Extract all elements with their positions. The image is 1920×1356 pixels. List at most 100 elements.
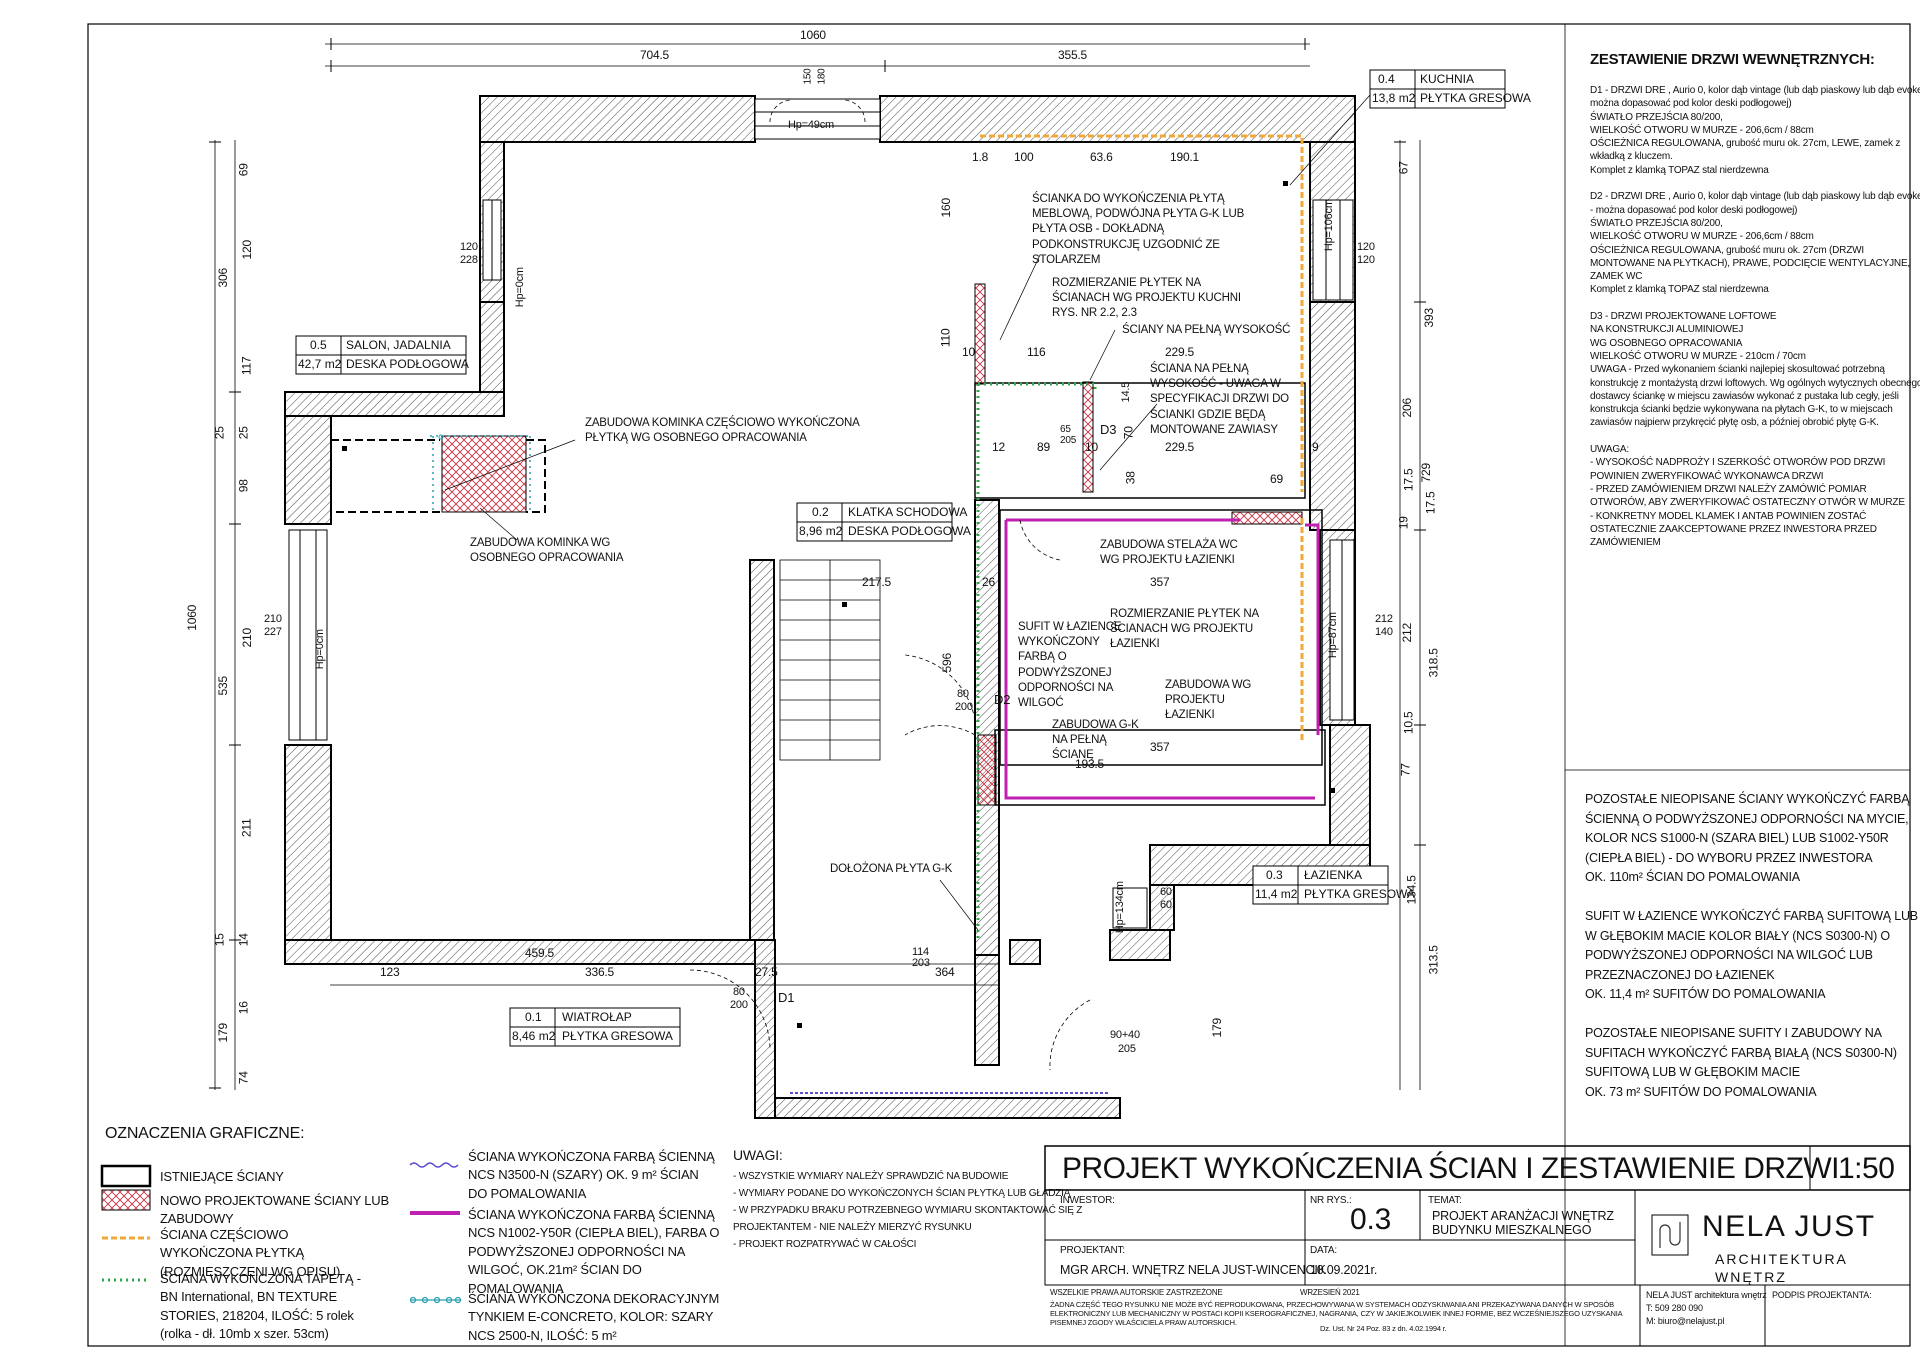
contact-1: NELA JUST architektura wnętrz bbox=[1646, 1290, 1767, 1300]
doors-lines-line: WIELKOŚĆ OTWORU W MURZE - 210cm / 70cm bbox=[1590, 350, 1806, 362]
dim-k-0: 1.8 bbox=[972, 150, 989, 164]
dim-in-34: 120 bbox=[1357, 241, 1375, 253]
legend-gray-paint: ŚCIANA WYKOŃCZONA FARBĄ ŚCIENNĄ NCS N350… bbox=[468, 1149, 715, 1201]
dim-k-1: 100 bbox=[1014, 150, 1034, 164]
drawing-number: 0.3 bbox=[1350, 1203, 1392, 1236]
dim-right-total: 729 bbox=[1418, 463, 1433, 483]
dim-in-26: 80 bbox=[733, 986, 745, 998]
dim-l-0: 69 bbox=[236, 163, 251, 177]
room-4-floor: PŁYTKA GRESOWA bbox=[562, 1029, 673, 1043]
opening-hp-0-a: Hp=0cm bbox=[513, 267, 526, 308]
dim-l-inner-2: 210 bbox=[239, 628, 254, 648]
legend-plaster: ŚCIANA WYKOŃCZONA DEKORACYJNYM TYNKIEM E… bbox=[468, 1291, 720, 1343]
dim-top-right: 355.5 bbox=[1058, 48, 1088, 62]
dim-b-4: 459.5 bbox=[525, 946, 555, 960]
room-4-area: 8,46 m2 bbox=[512, 1029, 556, 1043]
doors-lines-line: WIELKOŚĆ OTWORU W MURZE - 206,6cm / 88cm bbox=[1590, 124, 1814, 136]
dim-in-36: 120 bbox=[460, 241, 478, 253]
dim-r-4: 17.5 bbox=[1423, 491, 1438, 515]
room-4-name: WIATROŁAP bbox=[562, 1010, 632, 1024]
dim-in-15: 9 bbox=[1312, 440, 1319, 454]
dim-in-20: 80 bbox=[957, 688, 969, 700]
topic-label: TEMAT: bbox=[1428, 1195, 1462, 1206]
windows bbox=[288, 98, 1355, 929]
dim-r-12: 179 bbox=[1209, 1018, 1224, 1038]
doors-lines-line: WIELKOŚĆ OTWORU W MURZE - 206,6cm / 88cm bbox=[1590, 231, 1814, 243]
room-label-boxes bbox=[295, 69, 1506, 1047]
dim-in-6: 65 bbox=[1060, 424, 1071, 435]
doors-lines-line: D3 - DRZWI PROJEKTOWANE LOFTOWE bbox=[1590, 311, 1777, 323]
remarks-title: UWAGI: bbox=[733, 1147, 783, 1163]
dim-l-1: 306 bbox=[215, 268, 230, 288]
doors-lines-line: WG OSOBNEGO OPRACOWANIA bbox=[1590, 337, 1743, 349]
doors-lines-line: MONTOWANE NA PŁYTKACH), PRAWE, PODCIĘCIE… bbox=[1590, 257, 1910, 269]
designer: MGR ARCH. WNĘTRZ NELA JUST-WINCENCIK bbox=[1060, 1263, 1326, 1277]
topic: PROJEKT ARANŻACJI WNĘTRZ BUDYNKU MIESZKA… bbox=[1432, 1209, 1614, 1238]
finish-lines-line bbox=[1585, 888, 1905, 908]
remarks-body: - WSZYSTKIE WYMIARY NALEŻY SPRAWDZIĆ NA … bbox=[733, 1168, 1082, 1253]
dim-r-1: 393 bbox=[1421, 308, 1436, 328]
room-1-area: 42,7 m2 bbox=[298, 357, 342, 371]
dim-b-0: 123 bbox=[380, 965, 400, 979]
dim-r-7: 318.5 bbox=[1426, 648, 1441, 678]
drawing-scale: 1:50 bbox=[1838, 1152, 1895, 1185]
nr-label: NR RYS.: bbox=[1310, 1195, 1352, 1206]
dim-k-2: 63.6 bbox=[1090, 150, 1113, 164]
dim-l-inner-1: 25 bbox=[236, 426, 251, 440]
note-hinges: ŚCIANA NA PEŁNĄ WYSOKOŚĆ - UWAGA W SPECY… bbox=[1150, 363, 1289, 436]
opening-hp-106: Hp=106cm bbox=[1322, 199, 1335, 252]
dim-in-8: 70 bbox=[1121, 426, 1136, 440]
finish-lines-line: SUFITACH WYKOŃCZYĆ FARBĄ BIAŁĄ (NCS S030… bbox=[1585, 1045, 1897, 1060]
legend-existing: ISTNIEJĄCE ŚCIANY bbox=[160, 1169, 284, 1184]
copyright-text: ŻADNA CZĘŚĆ TEGO RYSUNKU NIE MOŻE BYĆ RE… bbox=[1050, 1300, 1622, 1327]
dim-in-29: 205 bbox=[1118, 1043, 1136, 1055]
dim-in-28: 90+40 bbox=[1110, 1029, 1140, 1041]
room-2-area: 8,96 m2 bbox=[799, 524, 843, 538]
doors-lines-line: ŚWIATŁO PRZEJŚCIA 80/200, bbox=[1590, 111, 1723, 123]
dim-in-35: 120 bbox=[1357, 254, 1375, 266]
doors-spec-body: D1 - DRZWI DRE , Aurio 0, kolor dąb vint… bbox=[1590, 84, 1920, 549]
dim-l-8: 14 bbox=[236, 933, 251, 947]
finish-lines-line: KOLOR NCS S1000-N (SZARA BIEL) LUB S1002… bbox=[1585, 831, 1889, 845]
dim-in-33: 140 bbox=[1375, 626, 1393, 638]
doors-lines-line: zawiasów najpierw przykręcić płytę osb, … bbox=[1590, 417, 1879, 429]
dim-b-3: 364 bbox=[935, 965, 955, 979]
finish-lines-line: W GŁĘBOKIM MACIE KOLOR BIAŁY (NCS S0300-… bbox=[1585, 928, 1890, 943]
doors-lines-line: ŚWIATŁO PRZEJŚCIA 80/200, bbox=[1590, 217, 1723, 229]
brand-name: NELA JUST bbox=[1702, 1210, 1876, 1243]
doors-lines-line: - można dopasować pod kolor deski podłog… bbox=[1590, 204, 1798, 216]
dimension-lines bbox=[214, 43, 1421, 1090]
door-d2-label: D2 bbox=[994, 692, 1011, 707]
opening-hp-49: Hp=49cm bbox=[788, 119, 834, 131]
dim-l-5: 535 bbox=[215, 676, 230, 696]
dim-l-2: 117 bbox=[239, 356, 254, 376]
room-0-area: 13,8 m2 bbox=[1372, 91, 1416, 105]
note-meblowa: ŚCIANKA DO WYKOŃCZENIA PŁYTĄ MEBLOWĄ, PO… bbox=[1032, 193, 1245, 266]
room-0-floor: PŁYTKA GRESOWA bbox=[1420, 91, 1531, 105]
dim-in-10: 89 bbox=[1037, 440, 1050, 454]
finish-lines-line: OK. 110m² ŚCIAN DO POMALOWANIA bbox=[1585, 870, 1800, 884]
doors-lines-line: konstrukcja ścianki będzie wykonywana na… bbox=[1590, 404, 1893, 416]
doors-lines-line bbox=[1590, 430, 1900, 443]
sign-label: PODPIS PROJEKTANTA: bbox=[1772, 1290, 1872, 1300]
dim-in-24: 114 bbox=[912, 946, 929, 958]
remarks-lines-line: PROJEKTANTEM - NIE NALEŻY MIERZYĆ RYSUNK… bbox=[733, 1222, 972, 1233]
doors-lines-line: - KONKRETNY MODEL KLAMEK I ANTAB POWINIE… bbox=[1590, 510, 1867, 522]
dim-in-25: 203 bbox=[912, 957, 930, 969]
dim-r-3: 17.5 bbox=[1401, 468, 1416, 492]
doors-lines-line: konstrukcję z montażystą drzwi loftowych… bbox=[1590, 377, 1920, 389]
dim-in-13: 229.5 bbox=[1165, 440, 1195, 454]
doors-lines-line: - PRZED ZAMÓWIENIEM DRZWI NALEŻY ZAMÓWIĆ… bbox=[1590, 483, 1867, 495]
brand-logo-icon bbox=[1659, 1222, 1681, 1248]
note-kitchen-tiles: ROZMIERZANIE PŁYTEK NA ŚCIANACH WG PROJE… bbox=[1052, 277, 1241, 320]
dim-in-12: 38 bbox=[1123, 471, 1138, 485]
dim-b-1: 336.5 bbox=[585, 965, 615, 979]
dim-top-small-a: 150 bbox=[802, 68, 814, 85]
dim-in-39: 227 bbox=[264, 626, 282, 638]
dim-r-9: 77 bbox=[1398, 763, 1413, 777]
dim-top-total: 1060 bbox=[800, 28, 826, 42]
note-fireplace-tile: ZABUDOWA KOMINKA CZĘŚCIOWO WYKOŃCZONA PŁ… bbox=[585, 417, 859, 445]
dim-in-3: 116 bbox=[1027, 345, 1046, 359]
